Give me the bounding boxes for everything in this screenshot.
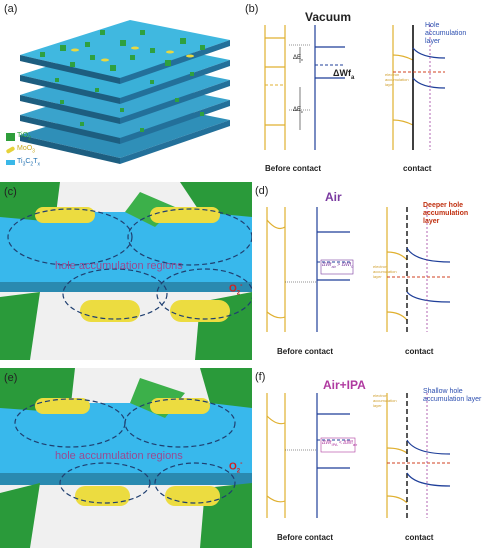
left-band-before xyxy=(264,25,286,150)
tio2-particles xyxy=(40,30,205,132)
legend-mxene-sub2: 2 xyxy=(30,161,34,168)
legend-mxene-sub3: x xyxy=(37,161,40,168)
delta-wf-text: ΔWf xyxy=(333,68,351,78)
panel-a: (a) xyxy=(0,0,240,175)
delta-ec-text: ΔE xyxy=(293,107,302,113)
wf-cmp: < ΔWf xyxy=(337,440,353,446)
panel-d-electron-label: electron accumulation layer xyxy=(373,264,397,279)
band-diagram-air-ipa xyxy=(266,393,451,518)
legend-mxene-c: C xyxy=(25,158,31,165)
delta-ev-text: ΔE xyxy=(293,55,302,61)
left-band-before xyxy=(266,207,286,332)
legend-tio2: TiO2 xyxy=(6,132,31,141)
panel-d: (d) Air O2- ΔWfair > xyxy=(229,182,489,362)
panel-b-title: Vacuum xyxy=(305,10,352,24)
panel-f-before: Before contact xyxy=(277,533,334,542)
wf-cmp: > ΔWf xyxy=(335,262,352,268)
panel-b: (b) Vacuum xyxy=(245,0,489,180)
o2-sup: - xyxy=(240,460,243,467)
delta-ec-sub: c xyxy=(301,109,304,115)
mxene-sheet xyxy=(0,212,252,282)
wf-sub1: IPA xyxy=(331,442,338,447)
panel-b-label: (b) xyxy=(245,3,259,15)
panel-b-hole-label: Hole accumulation layer xyxy=(425,22,467,45)
panel-d-before: Before contact xyxy=(277,347,334,356)
right-band-contact xyxy=(406,439,451,487)
panel-b-before: Before contact xyxy=(265,164,322,173)
right-band-before xyxy=(316,393,350,518)
legend-tio2-sub: 2 xyxy=(28,135,31,142)
right-band-contact xyxy=(406,247,451,303)
hole-accumulation-illustration-air xyxy=(0,182,252,360)
right-band-before xyxy=(316,207,350,332)
panel-f-hole-label: Shallow hole accumulation layer xyxy=(423,388,482,403)
o2-sup: - xyxy=(240,282,243,289)
panel-b-contact: contact xyxy=(403,164,432,173)
mxene-stack-illustration xyxy=(20,20,230,164)
left-band-contact xyxy=(386,393,408,518)
band-diagram-vacuum xyxy=(264,25,446,150)
panel-d-o2: O2- xyxy=(229,282,242,296)
wf-sub1: air xyxy=(331,264,336,269)
legend-mxene-t: T xyxy=(33,158,38,165)
panel-d-hole-label: Deeper hole accumulation layer xyxy=(423,202,469,225)
wf-sub2: 0 xyxy=(351,264,354,269)
mxene-sheet xyxy=(0,403,252,473)
panel-a-label: (a) xyxy=(4,3,18,15)
hole-accumulation-illustration-ipa xyxy=(0,368,252,548)
panel-d-contact: contact xyxy=(405,347,434,356)
wf-text: ΔWf xyxy=(322,440,332,446)
panel-f-electron-label: electron accumulation layer xyxy=(373,393,397,408)
o2-text: O xyxy=(229,461,237,473)
delta-ev-sub: v xyxy=(301,57,304,63)
right-band-before xyxy=(314,25,345,150)
panel-f-title: Air+IPA xyxy=(323,378,366,392)
panel-b-delta-ev: ΔEv xyxy=(293,55,303,62)
delta-wf-sub: a xyxy=(350,74,355,81)
mxene-swatch-icon xyxy=(6,160,15,166)
panel-c-region-label: hole accumulation regions xyxy=(55,260,183,272)
left-band-contact xyxy=(392,25,414,150)
panel-c: (c) hole accumulation regions xyxy=(0,182,252,360)
panel-c-label: (c) xyxy=(4,186,17,198)
panel-d-title: Air xyxy=(325,190,342,204)
panel-e: (e) hole accumulation regions xyxy=(0,368,252,548)
panel-f: (f) Air+IPA O2- ΔWfIP xyxy=(229,368,489,548)
tio2-swatch-icon xyxy=(6,132,15,141)
o2-sub: 2 xyxy=(236,290,241,297)
band-diagram-air xyxy=(266,207,451,332)
o2-sub: 2 xyxy=(236,468,241,475)
panel-f-contact: contact xyxy=(405,533,434,542)
legend-mxene-ti: Ti xyxy=(17,158,23,165)
panel-d-label: (d) xyxy=(255,185,269,197)
left-band-contact xyxy=(386,207,408,332)
legend-tio2-label: TiO xyxy=(17,132,29,139)
wf-sub2: air xyxy=(352,442,358,447)
panel-b-delta-wf: ΔWfa xyxy=(333,68,354,81)
legend-moo3-sub: 3 xyxy=(32,148,35,155)
right-band-contact xyxy=(412,47,446,89)
moo3-swatch-icon xyxy=(5,145,16,154)
panel-e-label: (e) xyxy=(4,372,18,384)
panel-b-delta-ec: ΔEc xyxy=(293,107,303,114)
legend-mxene: Ti3C2Tx xyxy=(6,158,40,167)
panel-f-label: (f) xyxy=(255,371,266,383)
legend-moo3: MoO3 xyxy=(5,145,35,155)
panel-e-region-label: hole accumulation regions xyxy=(55,450,183,462)
o2-text: O xyxy=(229,283,237,295)
panel-f-o2: O2- xyxy=(229,460,242,474)
legend-moo3-label: MoO xyxy=(17,145,33,152)
panel-d-wf: ΔWfair > ΔWf0 xyxy=(322,262,353,269)
wf-text: ΔWf xyxy=(322,262,332,268)
legend-mxene-sub1: 3 xyxy=(22,161,26,168)
panel-f-wf: ΔWfIPA < ΔWfair xyxy=(322,440,357,447)
panel-b-electron-label: electron accumulation layer xyxy=(385,72,409,87)
moo3-particles xyxy=(71,46,194,62)
left-band-before xyxy=(266,393,286,518)
